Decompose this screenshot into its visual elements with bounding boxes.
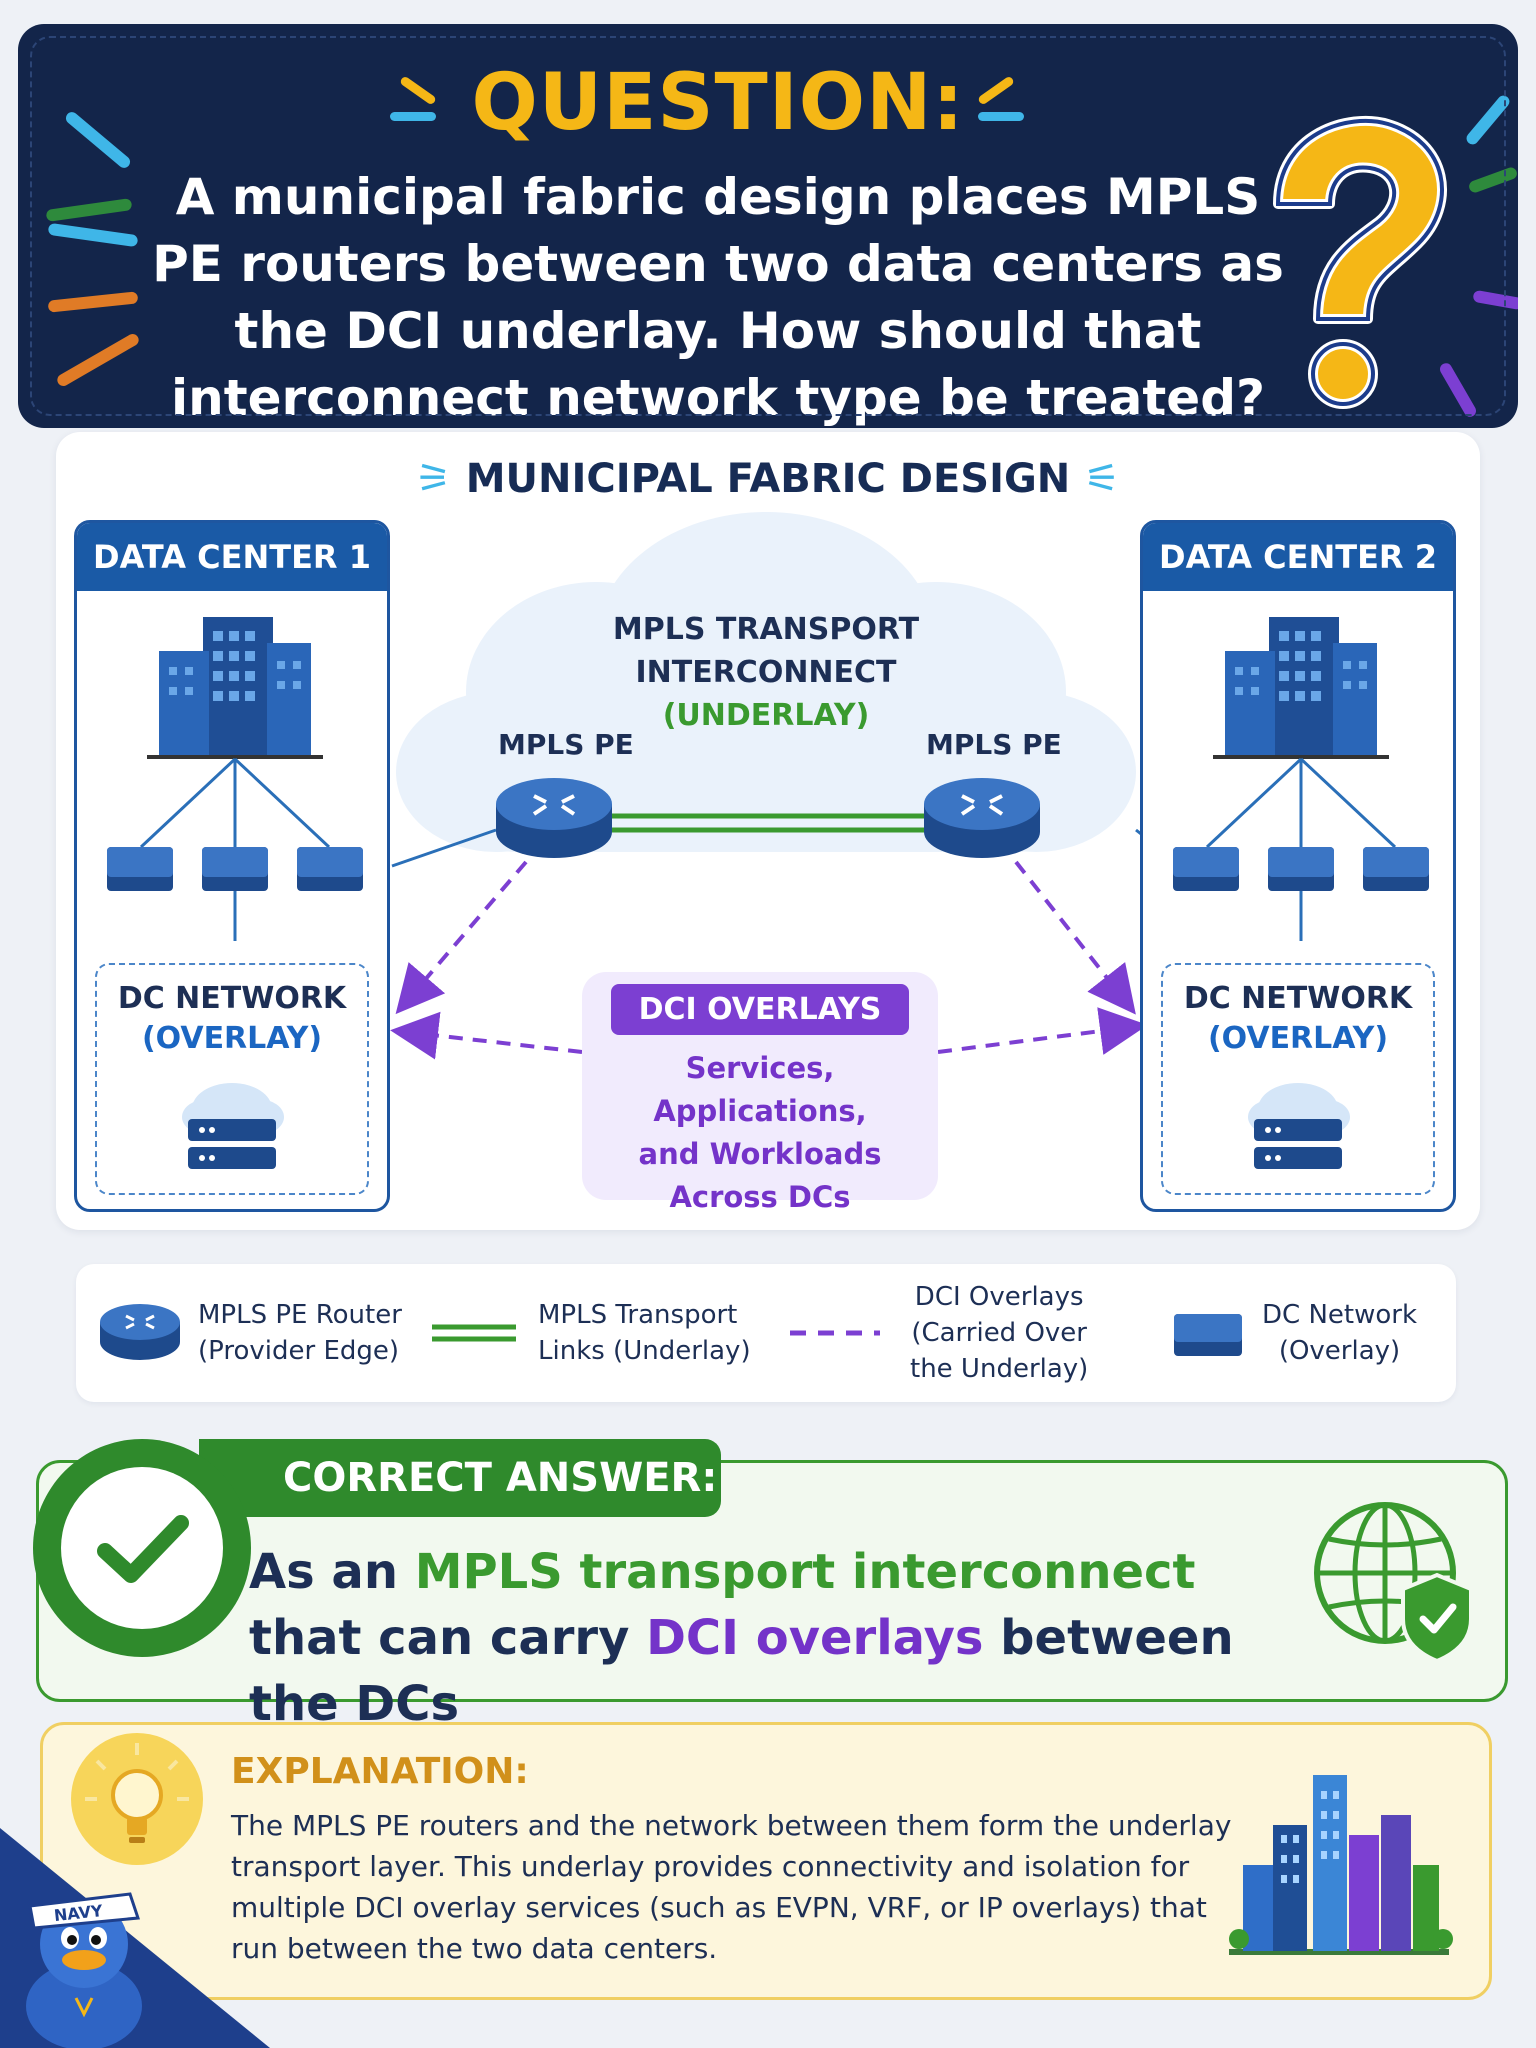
cloud-server-icon — [182, 1083, 284, 1169]
dci-overlay-path-left — [390, 1011, 583, 1060]
dci-overlay-path-left — [395, 860, 528, 1015]
underlay-line3: (UNDERLAY) — [662, 698, 870, 733]
dci-desc-line1: Services, Applications, — [653, 1051, 867, 1128]
decor-ray — [1472, 289, 1518, 311]
pe-right-label: MPLS PE — [926, 728, 1062, 761]
dci-overlays-box: DCI OVERLAYS Services, Applications, and… — [582, 972, 938, 1214]
decor-ray — [978, 112, 1024, 121]
data-center-2: DATA CENTER 2 — [1140, 520, 1456, 1212]
answer-part2: that can carry — [249, 1610, 647, 1666]
check-badge — [33, 1439, 251, 1657]
dc1-network: DC NETWORK (OVERLAY) — [95, 963, 369, 1195]
legend-overlay-line1: DCI Overlays — [914, 1282, 1084, 1312]
dc2-net-label: DC NETWORK — [1183, 981, 1413, 1016]
dc1-topology — [107, 617, 363, 941]
decor-ray — [47, 222, 139, 248]
data-center-1: DATA CENTER 1 — [74, 520, 390, 1212]
question-mark-icon — [1273, 115, 1447, 409]
answer-highlight-transport: MPLS transport interconnect — [414, 1544, 1196, 1600]
legend-transport-line1: MPLS Transport — [538, 1300, 738, 1330]
cloud-server-icon — [1248, 1083, 1350, 1169]
underlay-line2: INTERCONNECT — [635, 655, 897, 690]
dci-overlay-path-right — [1014, 860, 1136, 1015]
legend-dcnet-line1: DC Network — [1262, 1300, 1417, 1330]
diagram-title-text: MUNICIPAL FABRIC DESIGN — [465, 456, 1071, 502]
explanation-card: EXPLANATION: The MPLS PE routers and the… — [40, 1722, 1492, 2000]
building-icon — [147, 617, 323, 759]
lightbulb-icon — [85, 1743, 189, 1843]
decor-ray — [390, 112, 436, 121]
legend-overlay-line2: (Carried Over — [911, 1318, 1087, 1348]
decor-ray — [55, 331, 141, 389]
router-icon — [100, 1304, 180, 1360]
decor-ray — [45, 198, 133, 222]
title-deco-right: ⚟ — [1070, 456, 1121, 502]
legend: MPLS PE Router (Provider Edge) MPLS Tran… — [76, 1264, 1456, 1402]
city-skyline-icon — [1229, 1775, 1453, 1955]
switch-icon — [107, 847, 173, 891]
underlay-label: MPLS TRANSPORT INTERCONNECT (UNDERLAY) — [566, 608, 966, 737]
decor-ray — [1464, 93, 1512, 147]
legend-pe-router: MPLS PE Router (Provider Edge) — [98, 1264, 402, 1402]
switch-icon — [297, 847, 363, 891]
legend-transport: MPLS Transport Links (Underlay) — [432, 1264, 751, 1402]
legend-pe-line1: MPLS PE Router — [198, 1300, 402, 1330]
dci-overlay-path-right — [937, 1007, 1148, 1055]
switch-icon — [1363, 847, 1429, 891]
answer-part1: As an — [249, 1544, 415, 1600]
legend-pe-line2: (Provider Edge) — [198, 1336, 400, 1366]
dc2-network: DC NETWORK (OVERLAY) — [1161, 963, 1435, 1195]
check-icon — [97, 1515, 189, 1583]
title-deco-left: ⚞ — [415, 456, 466, 502]
dc2-topology — [1173, 617, 1429, 941]
router-icon — [496, 778, 612, 858]
question-banner: QUESTION: A municipal fabric design plac… — [18, 24, 1518, 428]
transport-line-icon — [432, 1324, 516, 1342]
legend-overlay: DCI Overlays (Carried Over the Underlay) — [790, 1264, 1088, 1402]
switch-icon — [1173, 847, 1239, 891]
dc1-uplink — [391, 828, 497, 868]
decor-ray — [1467, 165, 1518, 195]
legend-transport-line2: Links (Underlay) — [538, 1336, 751, 1366]
building-icon — [1213, 617, 1389, 759]
decor-ray — [47, 291, 139, 313]
dc2-net-sub: (OVERLAY) — [1207, 1021, 1389, 1056]
correct-answer-card: CORRECT ANSWER: As an MPLS transport int… — [33, 1439, 1508, 1732]
network-drawing — [390, 512, 1183, 1060]
dc1-net-label: DC NETWORK — [117, 981, 347, 1016]
switch-icon — [202, 847, 268, 891]
dci-desc-line2: and Workloads — [638, 1137, 882, 1171]
legend-dc-network: DC Network (Overlay) — [1172, 1264, 1417, 1402]
dc1-net-sub: (OVERLAY) — [141, 1021, 323, 1056]
question-title: QUESTION: — [471, 58, 965, 148]
explanation-title: EXPLANATION: — [231, 1751, 529, 1792]
switch-icon — [1268, 847, 1334, 891]
answer-highlight-overlays: DCI overlays — [646, 1610, 984, 1666]
explanation-text: The MPLS PE routers and the network betw… — [231, 1809, 1232, 1965]
diagram-title: ⚞ MUNICIPAL FABRIC DESIGN ⚟ — [56, 456, 1480, 502]
diagram-panel: ⚞ MUNICIPAL FABRIC DESIGN ⚟ — [56, 432, 1480, 1230]
question-text: A municipal fabric design places MPLS PE… — [152, 168, 1284, 427]
globe-shield-icon — [1314, 1502, 1473, 1664]
dc2-title: DATA CENTER 2 — [1143, 523, 1453, 591]
duck-mascot-icon: NAVY — [0, 1828, 270, 2048]
lightbulb-badge — [71, 1733, 203, 1865]
underlay-line1: MPLS TRANSPORT — [612, 612, 920, 647]
router-icon — [924, 778, 1040, 858]
dc1-title: DATA CENTER 1 — [77, 523, 387, 591]
legend-dcnet-line2: (Overlay) — [1278, 1336, 1401, 1366]
pe-left-label: MPLS PE — [498, 728, 634, 761]
dci-overlays-badge: DCI OVERLAYS — [610, 984, 910, 1035]
dashed-line-icon — [790, 1330, 880, 1336]
legend-overlay-line3: the Underlay) — [910, 1354, 1089, 1384]
correct-answer-label: CORRECT ANSWER: — [199, 1439, 721, 1517]
dci-overlays-desc: Services, Applications, and Workloads Ac… — [582, 1047, 938, 1219]
dci-desc-line3: Across DCs — [669, 1180, 851, 1214]
switch-icon — [1174, 1314, 1242, 1356]
correct-answer-text: As an MPLS transport interconnect that c… — [249, 1539, 1309, 1737]
